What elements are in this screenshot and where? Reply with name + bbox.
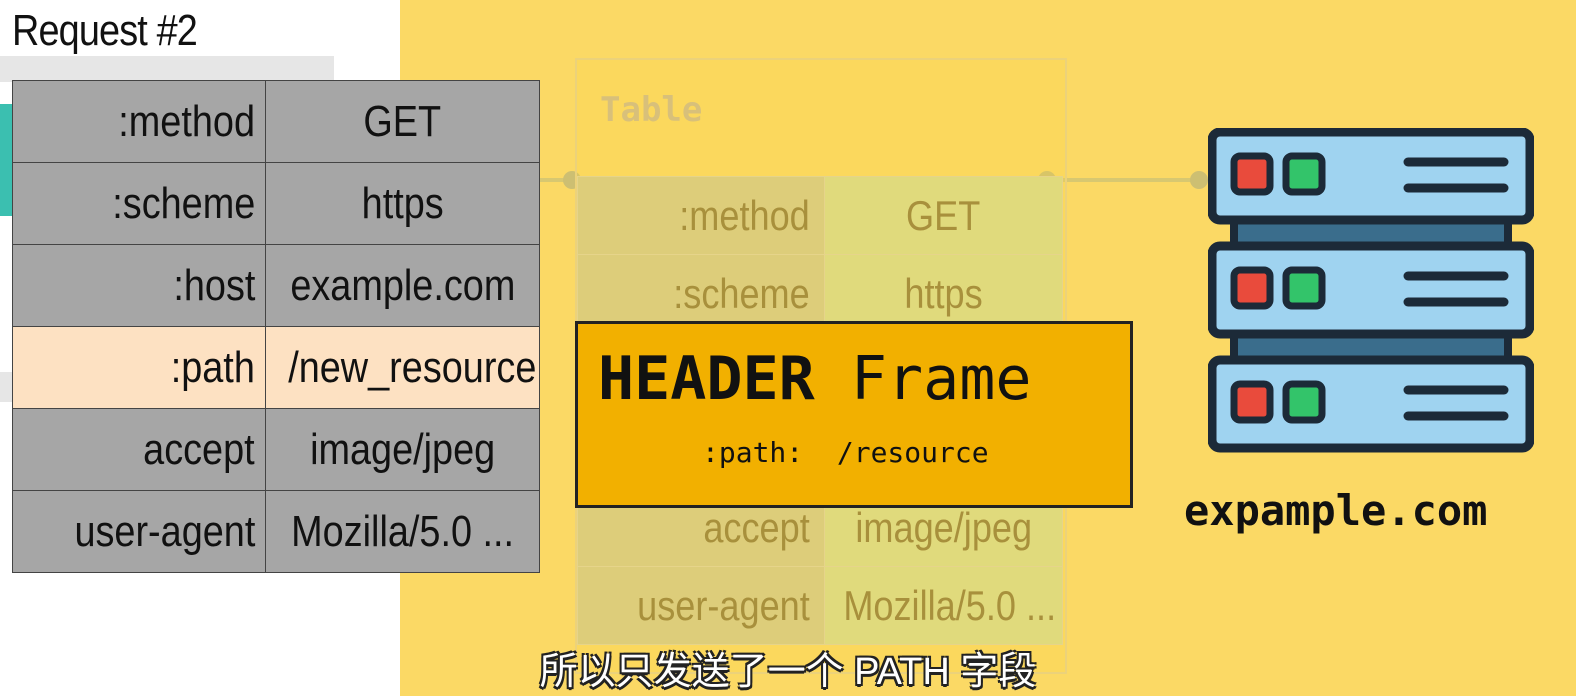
table-row: user-agent Mozilla/5.0 ... — [577, 566, 1063, 645]
header-value: example.com — [289, 260, 516, 310]
header-table-title: Table — [600, 90, 703, 130]
header-value: GET — [363, 96, 442, 146]
header-name: user-agent — [74, 506, 255, 556]
header-name: :host — [172, 260, 255, 310]
header-value-cell: GET — [824, 176, 1063, 255]
header-value-cell: /new_resource — [265, 326, 540, 409]
header-name: user-agent — [637, 581, 810, 629]
header-value-cell: image/jpeg — [265, 408, 540, 491]
header-name-cell: user-agent — [12, 490, 266, 573]
header-value: image/jpeg — [309, 424, 496, 474]
header-name: :method — [679, 191, 810, 239]
table-row: :path/new_resource — [12, 326, 540, 409]
header-value-cell: Mozilla/5.0 ... — [824, 566, 1063, 645]
connector-dot — [1190, 171, 1208, 189]
video-subtitle: 所以只发送了一个 PATH 字段 — [539, 651, 1037, 693]
header-value: https — [361, 178, 444, 228]
background-ui-accent — [0, 104, 14, 216]
header-value-cell: Mozilla/5.0 ... — [265, 490, 540, 573]
header-name-cell: :method — [577, 176, 825, 255]
header-frame-title: HEADER Frame — [598, 344, 1032, 414]
server-label: expample.com — [1184, 486, 1488, 535]
header-name-cell: user-agent — [577, 566, 825, 645]
header-value: Mozilla/5.0 ... — [843, 581, 1057, 629]
header-value: Mozilla/5.0 ... — [291, 506, 514, 556]
header-name-cell: accept — [12, 408, 266, 491]
request-header-table: :method GET :scheme https :host example.com :p… — [12, 80, 540, 573]
table-row: :method GET — [577, 176, 1063, 255]
header-frame-box: HEADER Frame :path: /resource — [575, 321, 1133, 508]
request-title: Request #2 — [12, 6, 198, 55]
header-value-cell: https — [265, 162, 540, 245]
header-name-cell: :method — [12, 80, 266, 163]
table-row: :scheme https — [12, 162, 540, 245]
header-name: accept — [703, 503, 810, 551]
header-name: :method — [118, 96, 255, 146]
background-ui-bar — [0, 372, 14, 402]
table-row: :method GET — [12, 80, 540, 163]
header-name-cell: :path — [12, 326, 266, 409]
header-name-cell: :scheme — [12, 162, 266, 245]
header-frame-title-bold: HEADER — [598, 344, 815, 414]
header-name: accept — [143, 424, 255, 474]
header-name: :scheme — [673, 269, 810, 317]
table-row: :host example.com — [12, 244, 540, 327]
header-value: GET — [906, 191, 981, 239]
background-ui-bar — [0, 56, 334, 82]
header-value-cell: https — [824, 254, 1063, 333]
header-value-cell: example.com — [265, 244, 540, 327]
header-name: :path — [170, 342, 255, 392]
table-row: accept image/jpeg — [12, 408, 540, 491]
header-value-cell: GET — [265, 80, 540, 163]
header-frame-path: :path: /resource — [702, 436, 989, 469]
server-rack-icon — [1208, 128, 1534, 453]
table-row: :scheme https — [577, 254, 1063, 333]
table-row: user-agent Mozilla/5.0 ... — [12, 490, 540, 573]
header-frame-title-rest: Frame — [850, 344, 1032, 414]
header-name-cell: :scheme — [577, 254, 825, 333]
header-value: /new_resource — [288, 342, 537, 392]
header-value: image/jpeg — [855, 503, 1032, 551]
header-value: https — [904, 269, 983, 317]
header-name-cell: :host — [12, 244, 266, 327]
header-name: :scheme — [111, 178, 255, 228]
